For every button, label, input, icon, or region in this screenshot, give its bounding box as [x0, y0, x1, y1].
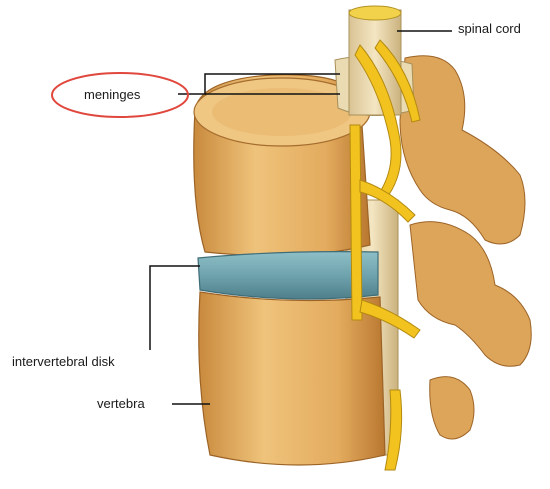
label-meninges: meninges — [84, 87, 140, 103]
label-intervertebral-disk: intervertebral disk — [12, 354, 115, 370]
vertebral-processes — [400, 56, 531, 439]
label-spinal-cord: spinal cord — [458, 21, 521, 37]
spinal-cord-top — [335, 6, 414, 116]
leader-line-intervertebral-disk — [150, 266, 200, 350]
label-vertebra: vertebra — [97, 396, 145, 412]
